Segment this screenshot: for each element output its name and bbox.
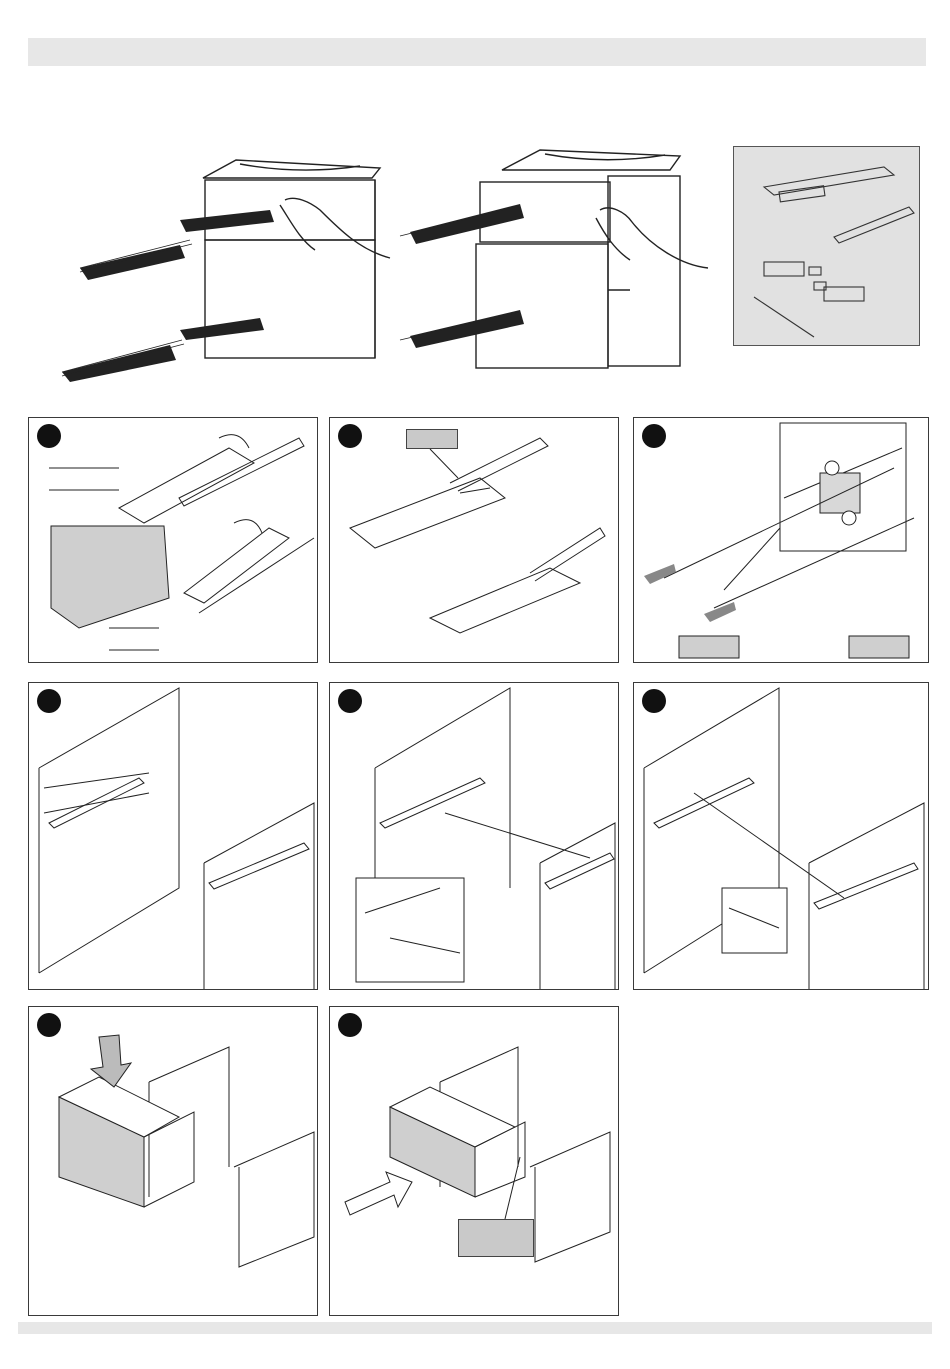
arrow-icon — [644, 564, 736, 622]
step-panel-8 — [329, 1006, 619, 1316]
footer-band — [18, 1322, 932, 1334]
cabinet-push-illustration — [40, 140, 730, 390]
cabinet-left-upper — [205, 180, 375, 240]
step-panel-6 — [633, 682, 929, 990]
step-3-drawing — [634, 418, 929, 663]
step-panel-1 — [28, 417, 318, 663]
step-panel-2 — [329, 417, 619, 663]
header-band — [28, 38, 926, 66]
step-2-drawing — [330, 418, 619, 663]
parts-drawing — [734, 147, 921, 347]
hand-icon — [600, 208, 708, 268]
cabinet-left-lower — [205, 240, 375, 358]
step-panel-4 — [28, 682, 318, 990]
step-4-drawing — [29, 683, 318, 990]
step-panel-5 — [329, 682, 619, 990]
intro-illustration — [40, 140, 730, 390]
hand-icon — [285, 198, 390, 258]
parts-overview — [733, 146, 920, 346]
step-panel-7 — [28, 1006, 318, 1316]
step-7-drawing — [29, 1007, 318, 1316]
step-1-drawing — [29, 418, 318, 663]
arrow-icon — [345, 1172, 412, 1215]
step-panel-3 — [633, 417, 929, 663]
arrow-icon — [62, 204, 524, 382]
step-6-drawing — [634, 683, 929, 990]
step-5-drawing — [330, 683, 619, 990]
basin-top-left — [203, 160, 380, 178]
drawer-right-lower — [476, 244, 608, 368]
step-8-drawing — [330, 1007, 619, 1316]
